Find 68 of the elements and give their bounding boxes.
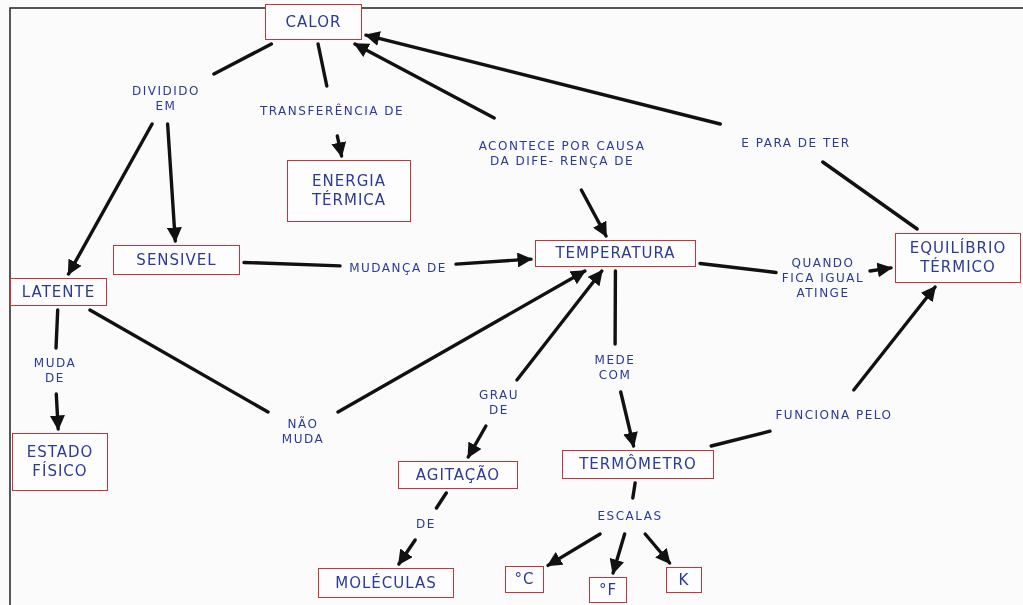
connector-line [88,308,270,414]
arrow [515,269,604,382]
arrow [66,122,154,276]
linking-phrase: E PARA DE TER [708,128,884,158]
linking-phrase: FUNCIONA PELO [774,394,894,436]
concept-box [398,461,518,489]
concept-box [535,240,696,267]
arrow [364,31,722,126]
concept-box [562,450,714,479]
arrow [454,252,533,268]
connector-line [434,491,448,510]
concept-label: K [678,570,690,590]
arrow [336,269,587,414]
connector-line [631,481,637,500]
concept-box [265,4,362,40]
concept-box [318,568,454,598]
connector-line [613,269,618,346]
concept-label: MOLÉCULAS [335,573,437,593]
arrow [643,532,672,565]
arrow [619,390,638,448]
arrow [397,538,417,566]
linking-phrase: ESCALAS [576,502,684,530]
arrow [579,188,608,238]
concept-box [12,433,108,491]
arrow [852,285,937,392]
arrow [466,424,488,459]
concept-box [589,577,627,603]
concept-label: TERMÔMETRO [579,455,697,474]
arrow [546,532,602,568]
concept-label: °C [514,570,535,589]
connector-line [698,261,778,275]
concept-label: ENERGIA TÉRMICA [310,172,388,210]
connector-line [242,260,342,268]
linking-phrase: MUDANÇA DE [344,248,452,288]
linking-phrase: TRANSFERÊNCIA DE [242,90,422,132]
concept-box [895,233,1021,283]
arrow [609,532,627,575]
concept-label: °F [598,580,618,600]
linking-phrase: GRAU DE [474,384,524,422]
linking-phrase: MUDA DE [22,352,88,390]
arrow [868,262,893,278]
concept-box [113,245,240,275]
concept-label: AGITAÇÃO [415,465,501,485]
connector-line [54,308,60,350]
linking-phrase: MEDE COM [582,348,648,388]
concept-box [666,567,702,593]
arrow [353,42,496,120]
concept-label: ESTADO FÍSICO [25,443,95,481]
arrow [165,122,182,243]
connector-line [709,429,772,448]
concept-box [505,566,544,593]
connector-line [212,42,274,76]
linking-phrase: DIVIDIDO EM [122,78,210,120]
concept-label: CALOR [285,12,342,32]
concept-label: LATENTE [21,282,96,302]
concept-label: TEMPERATURA [555,244,676,263]
concept-box [10,278,107,306]
concept-box [287,160,411,222]
connector-line [821,160,919,231]
connector-line [316,42,329,88]
arrow [49,392,65,431]
linking-phrase: QUANDO FICA IGUAL ATINGE [780,238,866,318]
linking-phrase: ACONTECE POR CAUSA DA DIFE- RENÇA DE [472,122,652,186]
concept-label: SENSIVEL [136,250,217,270]
linking-phrase: NÃO MUDA [272,412,334,452]
concept-label: EQUILÍBRIO TÉRMICO [908,239,1008,277]
arrow [331,134,347,158]
linking-phrase: DE [408,512,444,536]
